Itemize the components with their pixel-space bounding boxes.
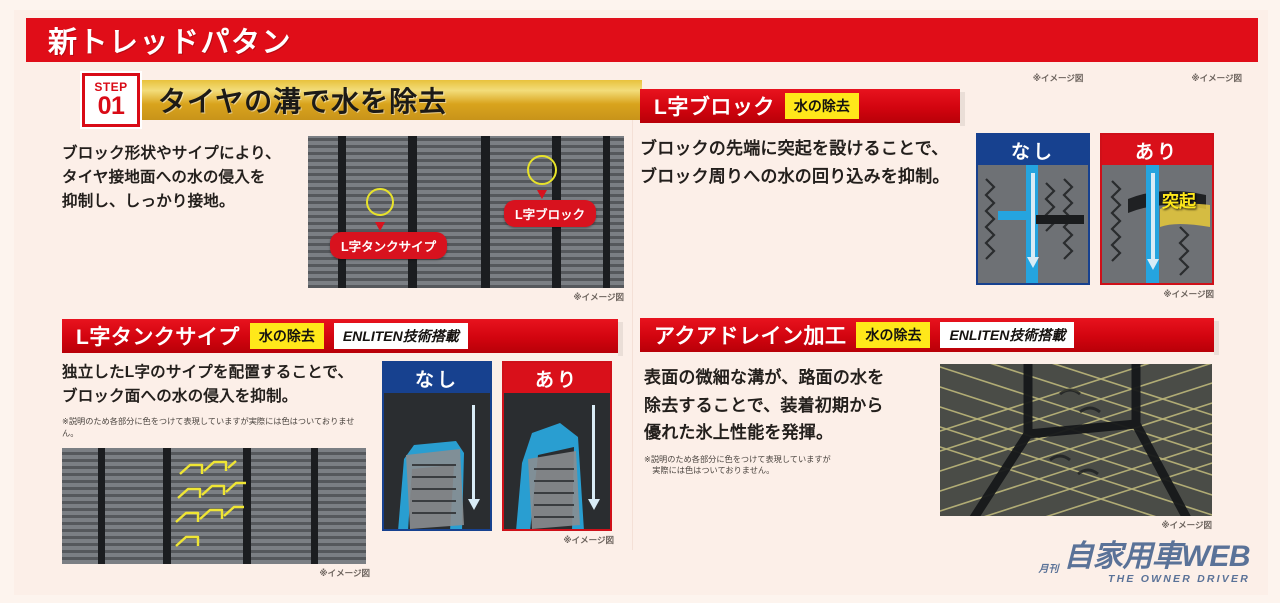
step-number: 01 <box>97 92 125 120</box>
badge-water-removal-aqua: 水の除去 <box>856 322 931 348</box>
l-block-yes-label: あり <box>1102 135 1212 165</box>
aqua-drain-body-line-3: 優れた氷上性能を発揮。 <box>644 423 834 443</box>
tank-sipe-body-line-2: ブロック面への水の侵入を抑制。 <box>62 388 298 406</box>
step-text-block: ブロック形状やサイプにより、 タイヤ接地面への水の侵入を 抑制し、しっかり接地。 <box>62 136 294 303</box>
l-block-yes-caption: ※イメージ図 <box>1191 73 1242 83</box>
section-aqua-drain-title: アクアドレイン加工 <box>654 325 847 348</box>
aqua-drain-text-block: 表面の微細な溝が、路面の水を 除去することで、装着初期から 優れた氷上性能を発揮… <box>640 364 926 531</box>
section-tank-sipe-content: 独立したL字のサイプを配置することで、 ブロック面への水の侵入を抑制。 ※説明の… <box>62 361 618 579</box>
l-block-panel-none: なし <box>976 133 1090 285</box>
step-badge: STEP 01 <box>80 71 142 129</box>
section-l-block: L字ブロック 水の除去 ブロックの先端に突起を設けることで、 ブロック周りへの水… <box>640 89 1214 300</box>
step-body-line-3: 抑制し、しっかり接地。 <box>62 193 235 211</box>
tread-photo-tank-sipe <box>62 447 366 564</box>
aqua-drain-body-line-2: 除去することで、装着初期から <box>644 395 884 415</box>
l-block-comparison: なし <box>976 133 1214 300</box>
step-content: ブロック形状やサイプにより、 タイヤ接地面への水の侵入を 抑制し、しっかり接地。 <box>62 136 628 303</box>
comparison-yes-label: あり <box>504 363 610 393</box>
step-header: STEP 01 タイヤの溝で水を除去 <box>80 71 642 129</box>
section-l-block-header: L字ブロック 水の除去 <box>640 89 965 126</box>
page-header-banner: 新トレッドパタン <box>26 18 1258 62</box>
site-logo[interactable]: 月刊 自家用車WEB THE OWNER DRIVER <box>1039 531 1251 585</box>
logo-prefix: 月刊 <box>1038 563 1059 575</box>
comparison-none-label: なし <box>384 363 490 393</box>
step-body-line-1: ブロック形状やサイプにより、 <box>62 145 281 162</box>
l-block-none-figure <box>978 165 1088 283</box>
l-block-none-caption: ※イメージ図 <box>1032 73 1084 83</box>
comparison-panel-none: なし <box>382 361 492 531</box>
l-block-body-line-1: ブロックの先端に突起を設けることで、 <box>640 139 949 158</box>
tank-sipe-note: ※説明のため各部分に色をつけて表現していますが実際には色はついておりません。 <box>62 417 355 438</box>
step-word: STEP <box>94 80 128 94</box>
l-block-yes-figure: 突起 <box>1102 165 1212 283</box>
l-block-compare-caption: ※イメージ図 <box>1163 289 1214 299</box>
l-block-text-block: ブロックの先端に突起を設けることで、 ブロック周りへの水の回り込みを抑制。 <box>640 133 962 300</box>
page-title: 新トレッドパタン <box>48 27 293 59</box>
tank-sipe-body-line-1: 独立したL字のサイプを配置することで、 <box>62 364 354 381</box>
section-aqua-drain-header: アクアドレイン加工 水の除去 ENLITEN技術搭載 <box>640 318 1219 355</box>
logo-name: 自家用車WEB <box>1063 540 1251 573</box>
badge-enliten: ENLITEN技術搭載 <box>333 323 468 349</box>
aqua-drain-photo-block: ※イメージ図 <box>940 364 1212 531</box>
highlight-ring-l-block <box>527 155 557 185</box>
protrusion-label: 突起 <box>1162 192 1196 211</box>
right-column: ※イメージ図 ※イメージ図 L字ブロック 水の除去 ブロックの先端に突起を設ける… <box>640 72 1250 531</box>
callout-tank-sipe-label: L字タンクサイプ <box>341 240 437 254</box>
step-photo-caption: ※イメージ図 <box>573 292 624 302</box>
l-sipe-highlight-overlay <box>175 459 246 547</box>
tread-photo-main: L字タンクサイプ L字ブロック <box>308 136 624 288</box>
section-aqua-drain-content: 表面の微細な溝が、路面の水を 除去することで、装着初期から 優れた氷上性能を発揮… <box>640 364 1214 531</box>
tank-sipe-photo-caption: ※イメージ図 <box>319 567 370 578</box>
tank-sipe-text-block: 独立したL字のサイプを配置することで、 ブロック面への水の侵入を抑制。 ※説明の… <box>62 361 370 579</box>
left-column: STEP 01 タイヤの溝で水を除去 ブロック形状やサイプにより、 タイヤ接地面… <box>48 71 642 579</box>
step-title: タイヤの溝で水を除去 <box>158 86 448 117</box>
section-tank-sipe: L字タンクサイプ 水の除去 ENLITEN技術搭載 独立したL字のサイプを配置す… <box>62 319 623 579</box>
step-gold-bar <box>104 80 642 120</box>
badge-enliten-aqua: ENLITEN技術搭載 <box>940 322 1075 348</box>
comparison-panel-yes: あり <box>502 361 612 531</box>
step-body-line-2: タイヤ接地面への水の侵入を <box>62 169 266 187</box>
logo-tagline: THE OWNER DRIVER <box>1108 573 1250 585</box>
callout-l-block: L字ブロック <box>504 200 597 227</box>
section-tank-sipe-title: L字タンクサイプ <box>76 326 240 349</box>
right-top-captions: ※イメージ図 ※イメージ図 <box>640 72 1250 87</box>
badge-water-removal: 水の除去 <box>249 323 324 349</box>
callout-tank-sipe: L字タンクサイプ <box>330 232 448 259</box>
l-block-none-label: なし <box>978 135 1088 165</box>
tank-sipe-comparison: なし <box>382 361 614 579</box>
section-tank-sipe-header: L字タンクサイプ 水の除去 ENLITEN技術搭載 <box>62 319 623 356</box>
water-flow-arrow-none <box>472 405 475 501</box>
comparison-none-figure <box>384 393 490 529</box>
callout-pointer-tank-sipe <box>375 222 385 231</box>
section-l-block-content: ブロックの先端に突起を設けることで、 ブロック周りへの水の回り込みを抑制。 なし <box>640 133 1214 300</box>
highlight-ring-tank-sipe <box>366 188 394 216</box>
l-block-body-line-2: ブロック周りへの水の回り込みを抑制。 <box>640 166 950 186</box>
aqua-drain-photo-caption: ※イメージ図 <box>1161 520 1212 530</box>
section-aqua-drain: アクアドレイン加工 水の除去 ENLITEN技術搭載 表面の微細な溝が、路面の水… <box>640 318 1219 531</box>
aqua-drain-body-line-1: 表面の微細な溝が、路面の水を <box>644 368 885 387</box>
aqua-drain-note-line-1: ※説明のため各部分に色をつけて表現していますが <box>644 454 831 464</box>
l-block-panel-yes: あり <box>1100 133 1214 285</box>
section-l-block-title: L字ブロック <box>654 96 775 119</box>
step-photo-block: L字タンクサイプ L字ブロック ※イメージ図 <box>308 136 624 303</box>
comparison-yes-figure <box>504 393 610 529</box>
aqua-drain-note-line-2: 実際には色はついておりません。 <box>644 466 775 476</box>
column-divider <box>632 80 633 550</box>
water-flow-arrow-yes <box>592 405 595 501</box>
l-block-water-arrow-none <box>1031 173 1035 259</box>
badge-water-removal-l-block: 水の除去 <box>784 93 859 119</box>
l-block-water-arrow-yes <box>1151 173 1155 261</box>
callout-pointer-l-block <box>537 190 547 199</box>
tank-sipe-compare-caption: ※イメージ図 <box>563 535 614 545</box>
callout-l-block-label: L字ブロック <box>515 208 586 222</box>
aqua-drain-photo <box>940 364 1212 516</box>
infographic-canvas: 新トレッドパタン STEP 01 タイヤの溝で水を除去 ブロック形状やサイプによ… <box>14 10 1268 595</box>
